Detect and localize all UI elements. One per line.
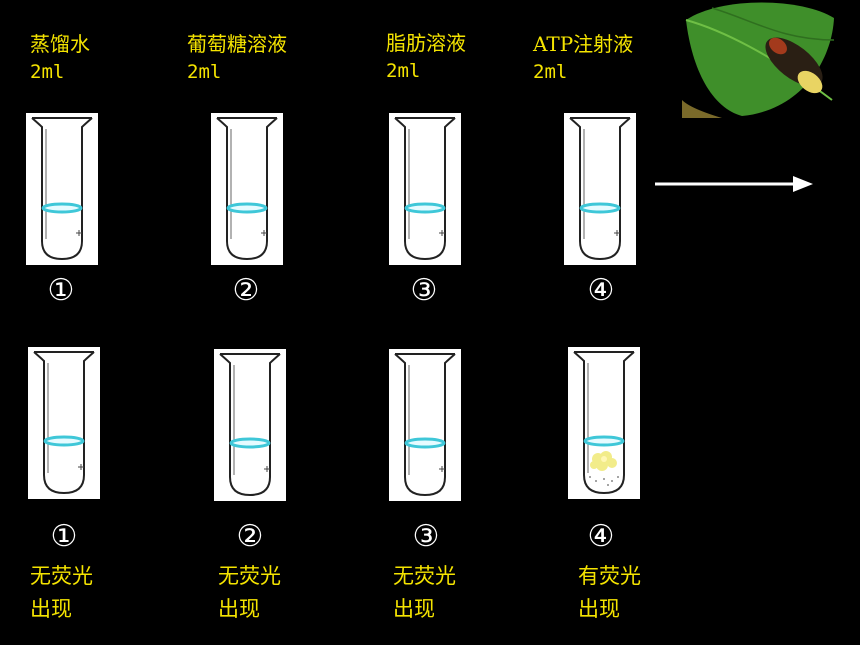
- test-tube-4-bottom-glowing: [568, 347, 640, 499]
- label-text: 蒸馏水: [30, 32, 90, 56]
- label-amount: 2ml: [533, 61, 568, 83]
- result-line-2: 出现: [30, 597, 72, 621]
- result-line-1: 无荧光: [393, 564, 456, 588]
- test-tube-1-top: [26, 113, 98, 265]
- result-tube-3: 无荧光 出现: [393, 560, 456, 626]
- tube-number-1-top: ①: [47, 273, 75, 308]
- tube-number-1-bottom: ①: [50, 519, 78, 554]
- test-tube-3-bottom: [389, 349, 461, 501]
- result-tube-4: 有荧光 出现: [578, 560, 641, 626]
- label-distilled-water: 蒸馏水 2ml: [30, 30, 90, 86]
- label-atp-injection: ATP注射液 2ml: [533, 30, 633, 86]
- result-tube-2: 无荧光 出现: [218, 560, 281, 626]
- glow-icon: [590, 451, 617, 471]
- label-glucose-solution: 葡萄糖溶液 2ml: [187, 30, 287, 86]
- label-text: 脂肪溶液: [386, 31, 466, 55]
- result-line-1: 无荧光: [30, 564, 93, 588]
- test-tube-1-bottom: [28, 347, 100, 499]
- test-tube-3-top: [389, 113, 461, 265]
- result-line-2: 出现: [393, 597, 435, 621]
- label-fat-solution: 脂肪溶液 2ml: [386, 29, 466, 85]
- tube-number-2-bottom: ②: [236, 519, 264, 554]
- right-arrow-icon: [655, 176, 813, 192]
- result-line-1: 有荧光: [578, 564, 641, 588]
- test-tube-2-top: [211, 113, 283, 265]
- result-line-2: 出现: [218, 597, 260, 621]
- test-tube-4-top: [564, 113, 636, 265]
- tube-number-4-bottom: ④: [587, 519, 615, 554]
- test-tube-2-bottom: [214, 349, 286, 501]
- label-amount: 2ml: [386, 60, 421, 82]
- firefly-on-leaf-icon: [682, 0, 836, 118]
- tube-number-4-top: ④: [587, 273, 615, 308]
- label-amount: 2ml: [187, 61, 222, 83]
- tube-number-3-bottom: ③: [412, 519, 440, 554]
- label-text: ATP注射液: [533, 32, 634, 56]
- result-tube-1: 无荧光 出现: [30, 560, 93, 626]
- tube-number-2-top: ②: [232, 273, 260, 308]
- label-amount: 2ml: [30, 61, 65, 83]
- tube-number-3-top: ③: [410, 273, 438, 308]
- label-text: 葡萄糖溶液: [187, 32, 287, 56]
- result-line-2: 出现: [578, 597, 620, 621]
- result-line-1: 无荧光: [218, 564, 281, 588]
